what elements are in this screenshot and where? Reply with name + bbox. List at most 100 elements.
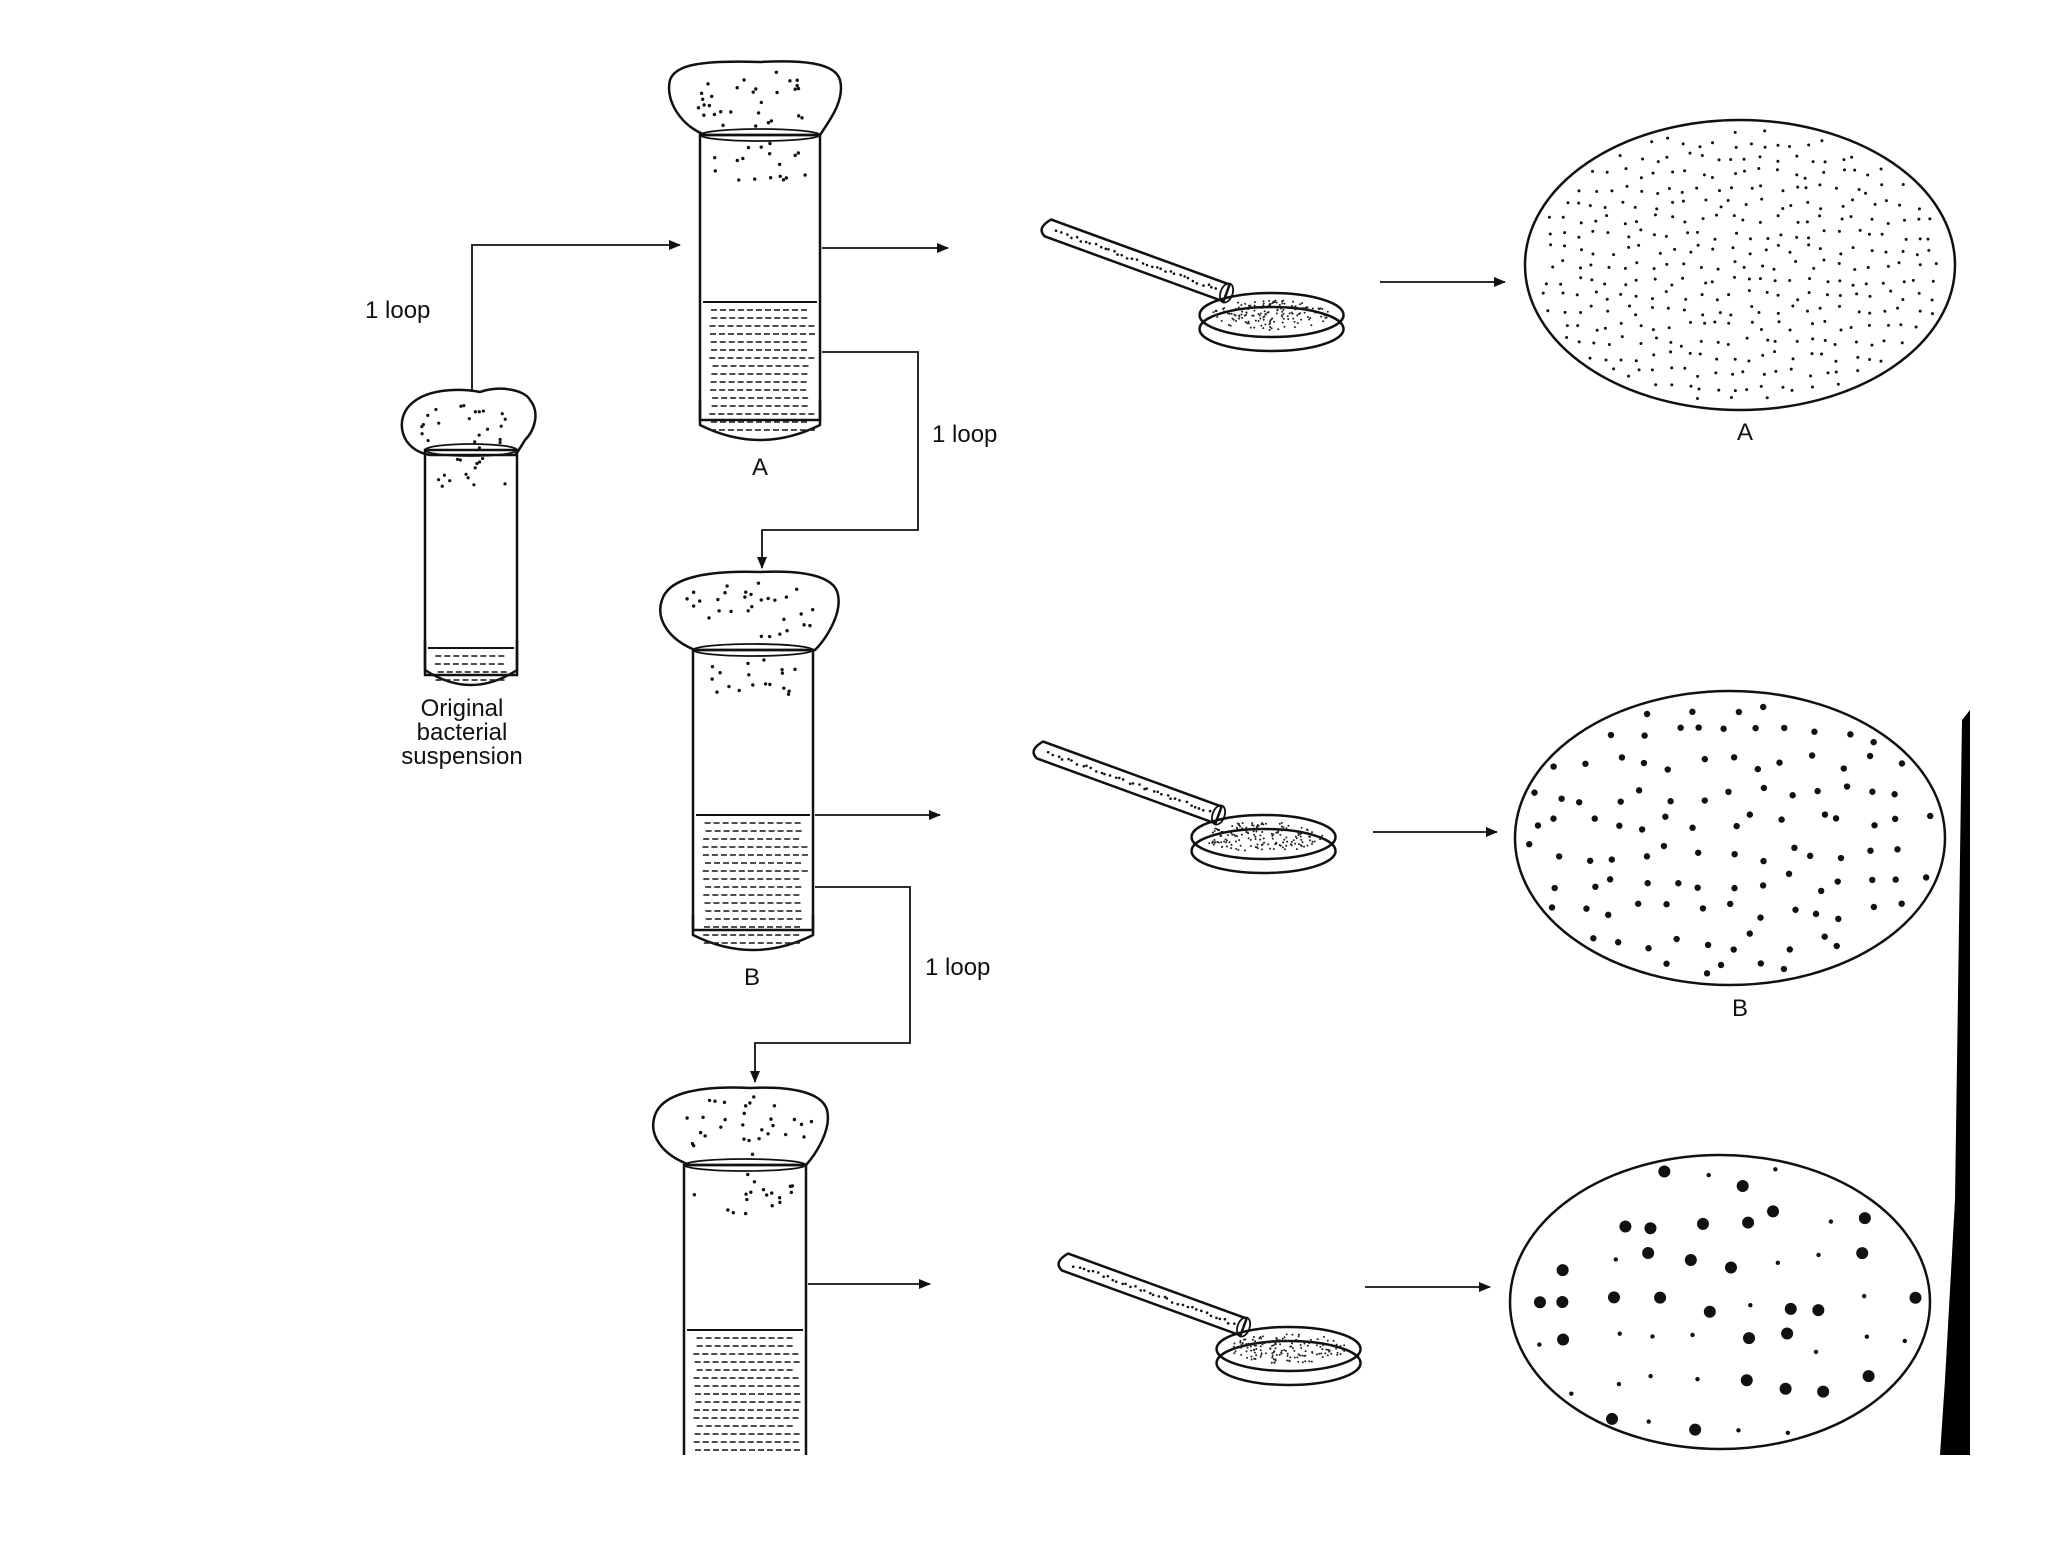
speck	[696, 106, 701, 110]
pipette-fill	[1214, 287, 1218, 290]
original-label-line2: bacterial	[417, 719, 508, 746]
colony	[1558, 795, 1565, 802]
colony	[1715, 213, 1719, 217]
speck	[466, 476, 470, 480]
dish-speck	[1270, 1361, 1273, 1364]
colony	[1683, 366, 1687, 370]
dish-speck	[1250, 1349, 1253, 1352]
dish-speck	[1256, 843, 1259, 846]
colony	[1592, 341, 1596, 345]
dish-speck	[1234, 834, 1237, 837]
dish-speck	[1263, 310, 1266, 313]
dish-speck	[1255, 830, 1258, 833]
dish-speck	[1222, 307, 1225, 310]
dish-speck	[1282, 312, 1285, 315]
colony	[1869, 788, 1876, 795]
dish-speck	[1295, 837, 1298, 840]
dish-speck	[1293, 320, 1296, 323]
pipette-fill	[1176, 1302, 1180, 1306]
colony	[1812, 266, 1816, 270]
dish-speck	[1211, 841, 1214, 844]
dish-speck	[1297, 1360, 1300, 1363]
colony	[1551, 265, 1555, 269]
colony	[1776, 243, 1780, 247]
dish-speck	[1291, 1347, 1294, 1350]
colony	[1526, 841, 1533, 848]
tube-b-liquid	[696, 814, 810, 944]
pipette-fill	[1121, 778, 1125, 781]
colony	[1760, 197, 1764, 201]
tube-b-body	[691, 648, 815, 932]
tube-c-liquid	[687, 1329, 803, 1451]
speck	[780, 671, 785, 675]
speck	[426, 438, 430, 443]
speck	[784, 595, 789, 599]
speck	[796, 151, 801, 155]
pipette-fill	[1218, 1317, 1222, 1321]
speck	[742, 78, 746, 82]
speck	[794, 587, 799, 591]
dish-speck	[1301, 1354, 1304, 1357]
speck	[741, 1123, 745, 1127]
dish-speck	[1264, 822, 1267, 825]
colony	[1673, 935, 1680, 943]
colony	[1853, 267, 1857, 271]
dish-speck	[1254, 1358, 1257, 1361]
colony	[1702, 173, 1706, 177]
colony	[1665, 155, 1669, 159]
dish-speck	[1291, 1342, 1294, 1345]
dish-speck	[1263, 1342, 1266, 1345]
colony	[1901, 249, 1905, 253]
dish-speck	[1282, 841, 1285, 844]
colony	[1644, 1222, 1657, 1235]
colony	[1595, 189, 1599, 193]
colony	[1884, 199, 1888, 203]
dish-speck	[1271, 828, 1274, 831]
speck	[727, 684, 731, 689]
speck	[500, 412, 504, 416]
dish-speck	[1260, 1353, 1263, 1356]
colony	[1735, 708, 1743, 716]
speck	[809, 1119, 814, 1124]
dish-speck	[1254, 1344, 1257, 1347]
dish-speck	[1267, 311, 1270, 314]
dish-speck	[1284, 1339, 1287, 1342]
plate-a-colonies	[1541, 129, 1938, 400]
speck	[767, 634, 772, 639]
colony	[1839, 252, 1843, 256]
colony	[1635, 261, 1639, 265]
colony	[1634, 900, 1642, 907]
plate-b-colonies	[1526, 703, 1934, 977]
speck	[768, 682, 772, 687]
dish-speck	[1282, 299, 1285, 302]
speck	[710, 94, 714, 99]
colony	[1930, 298, 1934, 302]
colony	[1759, 327, 1763, 331]
speck	[778, 632, 782, 636]
colony	[1818, 306, 1822, 310]
dish-speck	[1299, 303, 1302, 306]
speck	[748, 1101, 752, 1105]
colony	[1736, 1428, 1741, 1433]
dish-speck	[1229, 324, 1232, 327]
speck	[773, 598, 777, 602]
dish-speck	[1239, 1346, 1242, 1349]
colony	[1897, 261, 1901, 265]
dish-speck	[1260, 827, 1263, 830]
speck	[752, 177, 757, 181]
speck	[793, 667, 797, 672]
colony	[1813, 1349, 1819, 1355]
speck	[706, 82, 710, 86]
dish-speck	[1300, 1346, 1303, 1349]
dish-speck	[1254, 1340, 1257, 1343]
pipette-fill	[1107, 247, 1110, 251]
speck	[796, 86, 801, 91]
dish-speck	[1273, 305, 1276, 308]
speck	[795, 78, 799, 82]
speck	[712, 155, 717, 160]
speck	[503, 417, 507, 421]
colony	[1811, 160, 1815, 164]
colony	[1733, 389, 1737, 393]
tube-b-label: B	[744, 964, 760, 991]
colony	[1823, 160, 1827, 164]
